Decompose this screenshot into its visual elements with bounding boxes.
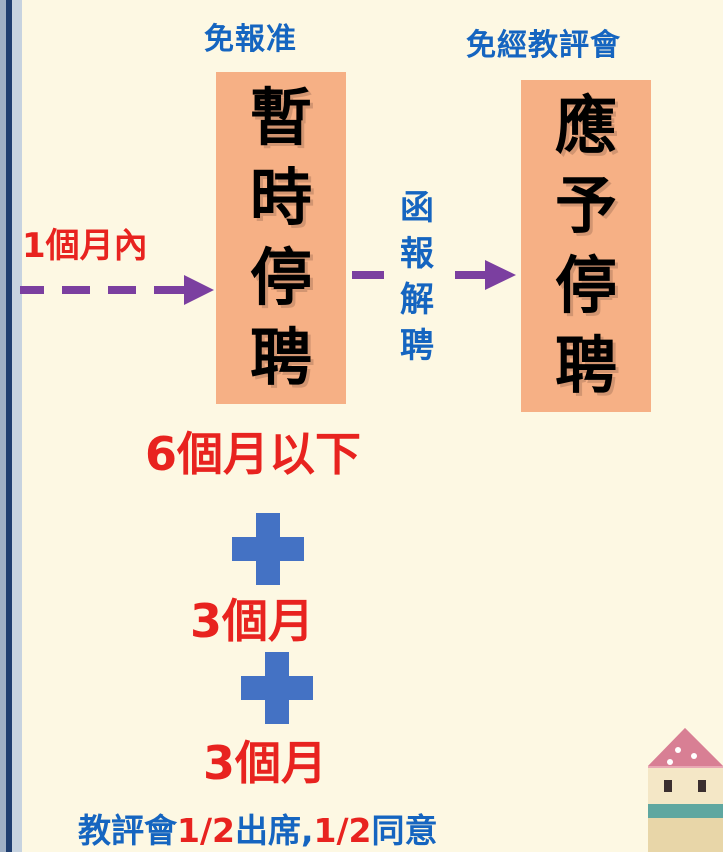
report-dismissal-char: 報 — [400, 234, 434, 274]
arrow-middle-dashed — [352, 260, 516, 290]
plus-icon — [232, 513, 304, 585]
left-border-decoration — [0, 0, 22, 852]
note-half-consent: 1/2 — [313, 811, 372, 850]
box-mandatory-suspension: 應 予 停 聘 — [521, 80, 651, 412]
note-committee: 教評會 — [78, 811, 177, 850]
box-right-char: 予 — [554, 169, 617, 242]
label-report-dismissal: 函 報 解 聘 — [392, 185, 442, 369]
report-dismissal-char: 解 — [400, 280, 434, 320]
box-temporary-suspension: 暫 時 停 聘 — [216, 72, 346, 404]
box-right-char: 停 — [554, 249, 617, 322]
note-half-attendance: 1/2 — [177, 811, 235, 850]
duration-three-months-second: 3個月 — [203, 736, 328, 790]
report-dismissal-char: 聘 — [400, 326, 434, 366]
duration-six-months: 6個月以下 — [145, 427, 362, 481]
committee-requirement-note: 教評會1/2出席,1/2同意 — [78, 804, 438, 852]
report-dismissal-char: 函 — [400, 188, 434, 228]
note-consent: 同意 — [371, 811, 438, 850]
arrow-left-dashed — [20, 275, 214, 305]
duration-three-months-first: 3個月 — [190, 594, 315, 648]
box-left-char: 時 — [249, 161, 312, 234]
box-right-char: 應 — [554, 89, 617, 162]
label-within-one-month: 1個月內 — [22, 226, 148, 266]
box-left-char: 暫 — [249, 81, 312, 154]
label-no-committee: 免經教評會 — [466, 28, 621, 63]
plus-icon — [241, 652, 313, 724]
box-left-char: 停 — [249, 241, 312, 314]
box-right-char: 聘 — [554, 329, 617, 402]
house-icon — [648, 728, 723, 852]
label-no-approval: 免報准 — [204, 22, 297, 57]
note-attendance: 出席, — [234, 811, 314, 850]
box-left-char: 聘 — [249, 321, 312, 394]
